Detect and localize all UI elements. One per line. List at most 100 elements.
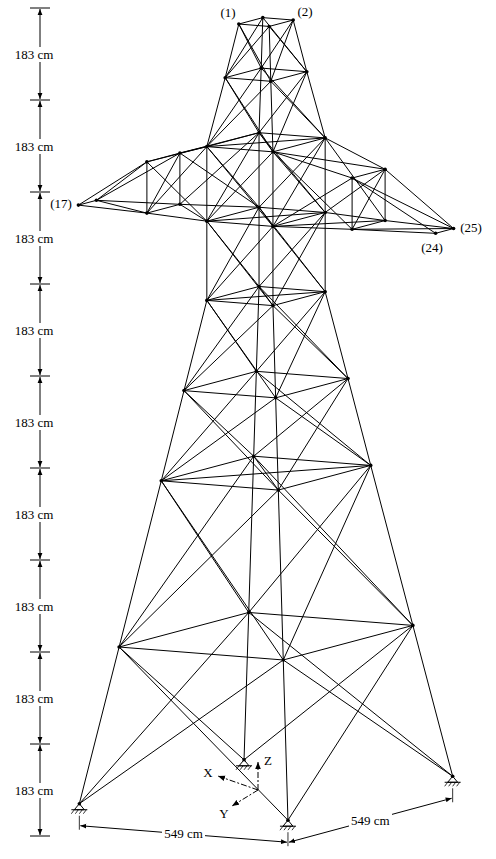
truss-member: [119, 647, 283, 660]
truss-member: [180, 153, 259, 207]
truss-member: [261, 18, 263, 68]
truss-member: [184, 286, 259, 390]
truss-member: [259, 207, 325, 212]
coordinate-axes: [218, 762, 258, 806]
dimension-label: 183 cm: [13, 139, 56, 154]
truss-member: [278, 490, 283, 660]
ground-hatch: [236, 766, 239, 770]
truss-member: [207, 81, 271, 146]
scale-tick: [30, 468, 50, 469]
truss-member: [269, 20, 293, 26]
height-scale: [30, 8, 453, 846]
truss-member: [261, 20, 293, 68]
truss-member: [325, 292, 348, 379]
truss-joint: [271, 304, 275, 308]
truss-member: [207, 78, 225, 147]
truss-member: [352, 178, 353, 229]
truss-member: [179, 153, 180, 204]
truss-member: [96, 162, 146, 200]
truss-member: [249, 465, 371, 612]
truss-member: [276, 292, 326, 398]
ground-hatch: [280, 826, 283, 830]
truss-member: [239, 18, 263, 24]
truss-member: [79, 612, 248, 803]
truss-member: [119, 612, 249, 647]
scale-tick: [30, 8, 50, 9]
extension-line: [79, 816, 80, 830]
truss-joint: [267, 25, 271, 29]
truss-member: [352, 229, 436, 233]
dimension-label: 183 cm: [13, 323, 56, 338]
truss-member: [119, 647, 288, 820]
truss-joint: [255, 370, 259, 374]
scale-tick: [30, 560, 50, 561]
truss-joint: [383, 167, 387, 171]
truss-member: [276, 398, 279, 490]
extension-line: [452, 788, 453, 802]
dimension-line: [80, 826, 287, 842]
support-triangle: [283, 820, 293, 826]
truss-joint: [95, 199, 99, 203]
truss-member: [147, 213, 207, 221]
scale-tick: [30, 284, 50, 285]
truss-joint: [271, 150, 275, 154]
truss-joint: [269, 79, 273, 83]
truss-member: [184, 300, 207, 390]
truss-member: [207, 207, 259, 300]
truss-member: [161, 481, 283, 660]
truss-joint: [145, 160, 149, 164]
scale-tick: [30, 744, 50, 745]
truss-member: [78, 205, 146, 213]
truss-joint: [277, 488, 281, 492]
truss-member: [225, 78, 273, 152]
truss-member: [161, 481, 248, 613]
truss-member: [325, 212, 326, 291]
pin-support: [445, 776, 461, 786]
truss-member: [254, 371, 257, 456]
truss-member: [244, 612, 249, 759]
truss-member: [207, 147, 273, 227]
dimension-label: 183 cm: [13, 691, 56, 706]
pin-support: [71, 804, 87, 814]
truss-joint: [237, 22, 241, 26]
truss-member: [263, 18, 293, 20]
ground-hatch: [240, 766, 243, 770]
truss-joint: [323, 136, 327, 140]
dimension-line: [289, 798, 452, 842]
truss-joint: [247, 611, 251, 615]
truss-member: [276, 379, 348, 398]
axis-arrow: [258, 762, 259, 790]
dimension-label: 183 cm: [13, 507, 56, 522]
truss-member: [180, 147, 207, 153]
truss-member: [371, 465, 413, 625]
dimension-label: 183 cm: [13, 415, 56, 430]
node-number: (17): [50, 196, 72, 211]
truss-joint: [159, 479, 163, 483]
truss-joint: [145, 211, 149, 215]
truss-member: [256, 371, 370, 465]
truss-member: [147, 153, 180, 162]
truss-member: [273, 152, 385, 169]
support-triangle: [448, 776, 458, 782]
truss-joint: [205, 145, 209, 149]
truss-member: [207, 300, 276, 397]
truss-member: [283, 660, 452, 776]
pin-support: [280, 820, 296, 830]
truss-joint: [369, 464, 373, 468]
truss-member: [259, 286, 325, 291]
truss-joint: [178, 151, 182, 155]
truss-member: [249, 612, 453, 776]
truss-member: [273, 221, 385, 227]
scale-tick: [30, 100, 50, 101]
truss-joint: [261, 16, 265, 20]
truss-member: [119, 481, 161, 647]
extension-line: [287, 832, 288, 846]
truss-member: [413, 625, 453, 776]
truss-joints: [77, 16, 456, 822]
ground-hatch: [83, 810, 86, 814]
axis-label: Y: [217, 806, 230, 821]
truss-member: [352, 169, 385, 178]
truss-member: [119, 456, 254, 647]
truss-member: [325, 212, 385, 220]
